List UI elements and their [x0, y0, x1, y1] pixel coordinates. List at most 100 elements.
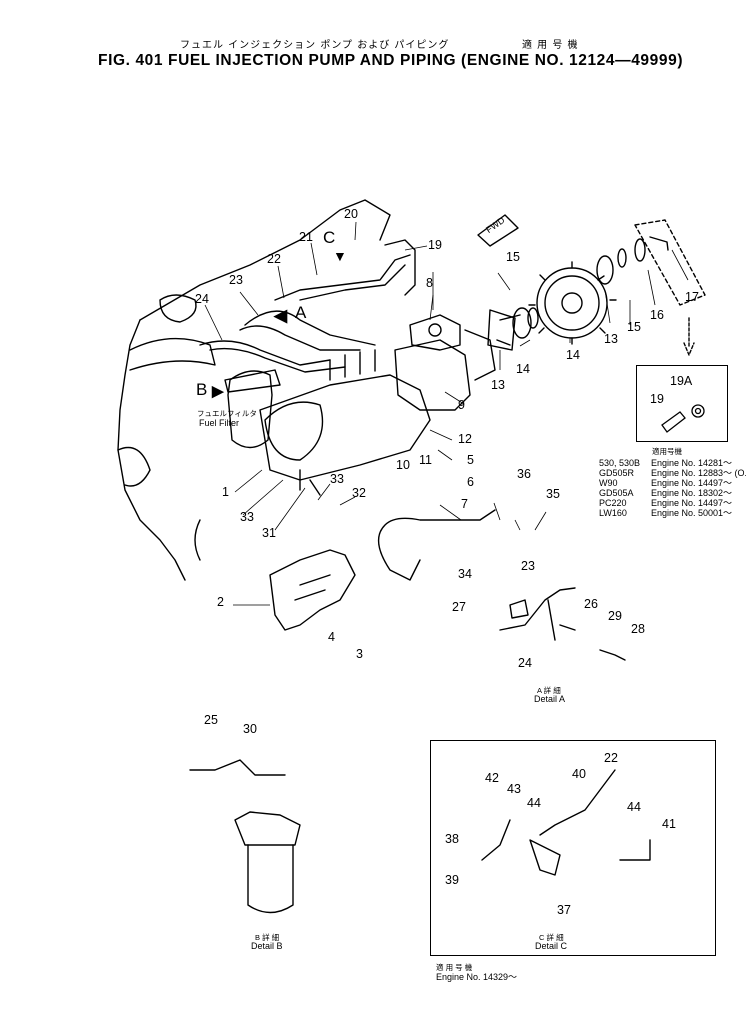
- part-number: 6: [467, 475, 474, 489]
- inset-19-row-model: LW160: [599, 508, 627, 518]
- part-number: 32: [352, 486, 366, 500]
- inset-19-box: [636, 365, 728, 442]
- washer-19a: [691, 404, 705, 418]
- bearing-13-right: [596, 255, 614, 285]
- detail-c-box: [430, 740, 716, 956]
- inset-19-row-engine: Engine No. 14497～: [651, 498, 733, 508]
- injection-pump-body: [259, 374, 431, 481]
- detail-b-filter-head: [234, 811, 301, 846]
- arrow-c-glyph: ▼: [333, 248, 347, 264]
- part-number: 22: [267, 252, 281, 266]
- part-number: 38: [445, 832, 459, 846]
- part-number: 43: [507, 782, 521, 796]
- part-number: 23: [229, 273, 243, 287]
- engine-block-side: [117, 319, 186, 581]
- part-number: 33: [240, 510, 254, 524]
- part-number: 10: [396, 458, 410, 472]
- part-number: 8: [426, 276, 433, 290]
- detail-b-pipe: [189, 759, 286, 776]
- arrow-c-label: C: [323, 228, 336, 247]
- part-number: 14: [516, 362, 530, 376]
- part-number: 28: [631, 622, 645, 636]
- part-number: 1: [222, 485, 229, 499]
- part-number: 13: [604, 332, 618, 346]
- part-number: 44: [527, 796, 541, 810]
- fwd-arrow: [477, 214, 519, 247]
- part-number: 36: [517, 467, 531, 481]
- part-number: 42: [485, 771, 499, 785]
- part-number: 29: [608, 609, 622, 623]
- part-number: 26: [584, 597, 598, 611]
- part-number: 4: [328, 630, 335, 644]
- filter-label-jp: フュエルフィルタ: [197, 409, 257, 418]
- part-number: 3: [356, 647, 363, 661]
- arrow-a-glyph: ◀: [274, 306, 288, 325]
- part-number: 34: [458, 567, 472, 581]
- inset-19-row-engine: Engine No. 50001～: [651, 508, 733, 518]
- fuel-filter-main: [227, 370, 273, 449]
- inset-19-applicability-header: 適用号機: [652, 447, 682, 456]
- jp-applicability: 適 用 号 機: [522, 40, 579, 51]
- part-number: 21: [299, 230, 313, 244]
- inset-19-row-engine: Engine No. 14497～: [651, 478, 733, 488]
- governor-unit: [394, 339, 471, 411]
- figure-title: FIG. 401 FUEL INJECTION PUMP AND PIPING …: [98, 52, 684, 69]
- detail-c-label: Detail C: [535, 941, 568, 951]
- arrow-b-glyph: ▶: [212, 383, 224, 400]
- part-number: 24: [195, 292, 209, 306]
- fuel-pipe-34: [377, 509, 496, 581]
- footer-applicability-jp: 適 用 号 機: [436, 963, 473, 972]
- jp-title: フュエル インジェクション ポンプ および パイピング: [180, 40, 450, 51]
- part-number: 44: [627, 800, 641, 814]
- part-number: 16: [650, 308, 664, 322]
- detail-a-label: Detail A: [534, 694, 566, 704]
- detail-a-pipe: [499, 587, 576, 631]
- detail-c-jp: C 詳 細: [539, 933, 564, 942]
- detail-c-pipe: [539, 769, 616, 836]
- part-number: 7: [461, 497, 468, 511]
- part-number: 11: [419, 453, 432, 467]
- filter-label-en: Fuel Filter: [199, 418, 240, 428]
- inset-19-row-model: 530, 530B: [599, 458, 641, 468]
- inset-19-row-model: W90: [599, 478, 618, 488]
- part-number: 40: [572, 767, 586, 781]
- engine-block-top: [139, 199, 391, 321]
- part-number: 33: [330, 472, 344, 486]
- detail-b-label: Detail B: [251, 941, 283, 951]
- part-number: 19: [650, 392, 664, 406]
- part-number: 24: [518, 656, 532, 670]
- part-number: 19A: [670, 374, 693, 388]
- part-number: 12: [458, 432, 472, 446]
- part-number: 19: [428, 238, 442, 252]
- part-number: 2: [217, 595, 224, 609]
- part-number: 20: [344, 207, 358, 221]
- part-number: 17: [685, 290, 699, 304]
- part-number: 15: [627, 320, 641, 334]
- part-number: 5: [467, 453, 474, 467]
- part-number: 25: [204, 713, 218, 727]
- inset-19-row-engine: Engine No. 14281～: [651, 458, 733, 468]
- bracket: [269, 549, 356, 631]
- part-number: 37: [557, 903, 571, 917]
- inset-19-row-model: GD505A: [599, 488, 634, 498]
- inset-19-row-model: GD505R: [599, 468, 635, 478]
- bearing-13-left: [512, 307, 532, 339]
- inset-19-frame: [634, 219, 706, 306]
- footer-applicability-engine: Engine No. 14329～: [436, 972, 518, 982]
- part-number: 27: [452, 600, 466, 614]
- part-number: 31: [262, 526, 276, 540]
- inset-19-row-model: PC220: [599, 498, 627, 508]
- part-number: 41: [662, 817, 676, 831]
- plug-19: [661, 411, 686, 433]
- part-number: 22: [604, 751, 618, 765]
- arrow-a-label: A: [295, 303, 307, 322]
- detail-b-filter-body: [247, 844, 294, 914]
- inset-19-row-engine: Engine No. 18302～: [651, 488, 733, 498]
- part-number: 39: [445, 873, 459, 887]
- part-number: 9: [458, 398, 465, 412]
- detail-b-jp: B 詳 細: [255, 933, 280, 942]
- inset-19-row-engine: Engine No. 12883～ (O. P): [651, 468, 746, 478]
- part-number: 23: [521, 559, 535, 573]
